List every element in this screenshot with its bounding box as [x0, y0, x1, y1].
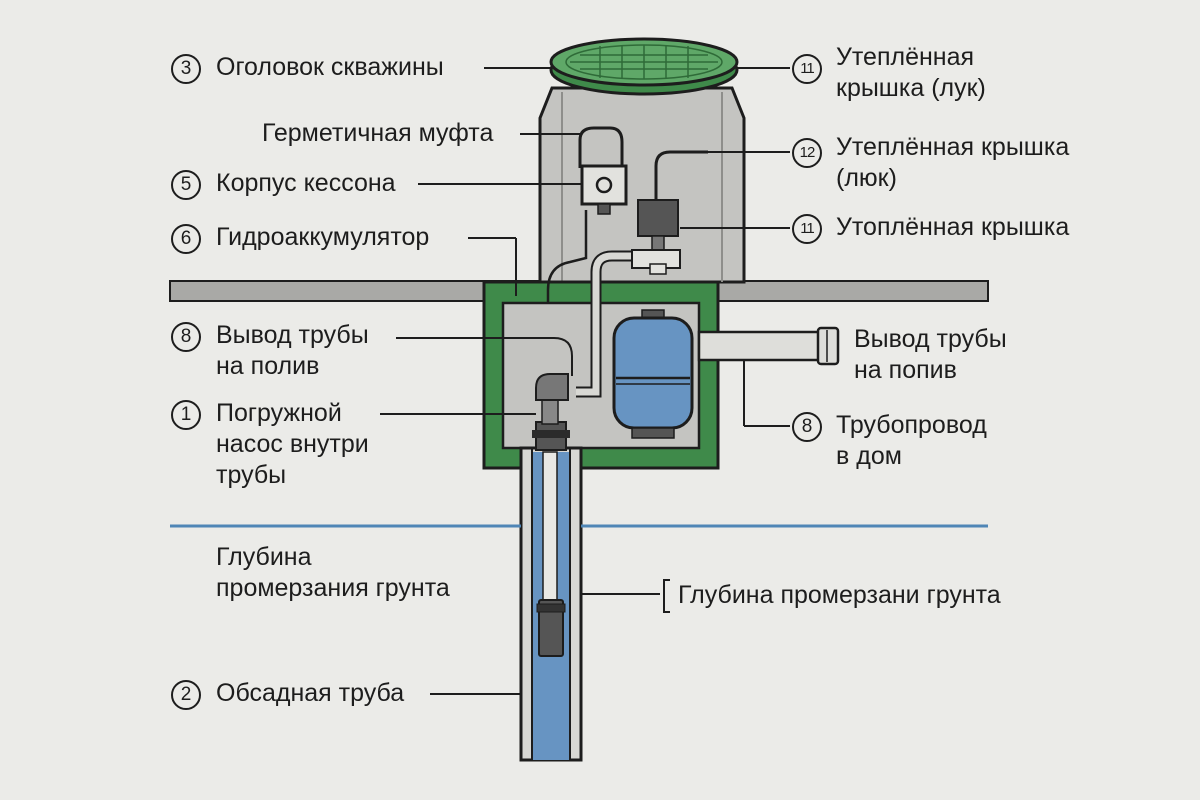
label-sealed-coupling-line-1: Герметичная муфта [262, 119, 494, 147]
label-insulated-lid-hatch-line-1: Утеплённая [836, 43, 975, 71]
label-pipe-outlet-right: Вывод трубы на попив [854, 324, 1007, 386]
label-pipe-outlet-right-line-2: на попив [854, 356, 957, 384]
marker-3: 3 [171, 54, 201, 84]
pipe-left-loop [546, 210, 588, 302]
pump-band [536, 603, 566, 613]
label-frost-depth-right: Глубина промерзани грунта [678, 580, 1001, 611]
marker-1: 1 [171, 400, 201, 430]
lid-grid [565, 44, 723, 80]
label-irrigation-outlet-line-1: Вывод трубы [216, 321, 369, 349]
house-pipe-coupling [816, 326, 840, 366]
label-insulated-lid-hatch: Утеплённая крышка (лук) [836, 42, 986, 104]
label-recessed-lid-line-1: Утоплённая крышка [836, 213, 1070, 241]
marker-6: 6 [171, 224, 201, 254]
submersible-pump-body [538, 599, 564, 657]
pressure-switch-box [637, 199, 679, 237]
label-wellhead-line-1: Оголовок скважины [216, 53, 444, 81]
marker-8-right: 8 [792, 412, 822, 442]
label-irrigation-outlet-line-2: на полив [216, 352, 320, 380]
accumulator-foot [631, 427, 675, 439]
label-submersible-pump: Погружной насос внутри трубы [216, 398, 369, 491]
accumulator-tank [612, 316, 694, 430]
label-insulated-lid-luk: Утеплённая крышка (люк) [836, 132, 1069, 194]
marker-11-top: 11 [792, 54, 822, 84]
label-submersible-pump-line-2: насос внутри [216, 430, 369, 458]
tee-fitting [631, 249, 681, 269]
label-house-pipeline-line-2: в дом [836, 442, 902, 470]
pump-elbow [535, 373, 569, 401]
label-insulated-lid-hatch-line-2: крышка (лук) [836, 74, 986, 102]
marker-12: 12 [792, 138, 822, 168]
label-irrigation-outlet: Вывод трубы на полив [216, 320, 369, 382]
label-house-pipeline: Трубопровод в дом [836, 410, 987, 472]
label-insulated-lid-luk-line-1: Утеплённая крышка [836, 133, 1070, 161]
switch-cable [654, 150, 708, 202]
pressure-switch-stem [651, 235, 665, 251]
marker-2: 2 [171, 680, 201, 710]
label-frost-depth-right-line-1: Глубина промерзани грунта [678, 581, 1001, 609]
label-caisson-body: Корпус кессона [216, 168, 396, 199]
marker-5: 5 [171, 170, 201, 200]
coupling-gauge [595, 176, 613, 194]
riser-in-chamber [541, 399, 559, 425]
label-submersible-pump-line-1: Погружной [216, 399, 342, 427]
label-pipe-outlet-right-line-1: Вывод трубы [854, 325, 1007, 353]
label-house-pipeline-line-1: Трубопровод [836, 411, 987, 439]
wellhead-flange [532, 430, 570, 438]
label-wellhead: Оголовок скважины [216, 52, 444, 83]
label-casing-pipe-line-1: Обсадная труба [216, 679, 405, 707]
label-caisson-body-line-1: Корпус кессона [216, 169, 396, 197]
label-accumulator: Гидроаккумулятор [216, 222, 429, 253]
pump-riser-pipe [542, 451, 558, 603]
coupling-stem [597, 203, 611, 215]
label-recessed-lid: Утоплённая крышка [836, 212, 1069, 243]
tee-drop [649, 263, 667, 275]
label-accumulator-line-1: Гидроаккумулятор [216, 223, 430, 251]
label-casing-pipe: Обсадная труба [216, 678, 404, 709]
label-sealed-coupling: Герметичная муфта [262, 118, 493, 149]
house-pipe [697, 330, 829, 362]
leader-lines [380, 67, 790, 695]
label-frost-depth-left-line-2: промерзания грунта [216, 574, 450, 602]
marker-8-left: 8 [171, 322, 201, 352]
label-submersible-pump-line-3: трубы [216, 461, 287, 489]
pipe-to-coupling-fill [576, 252, 632, 396]
coupling-cable [578, 126, 624, 168]
sealed-coupling-box [580, 164, 628, 206]
irrigation-bend [506, 337, 573, 376]
label-frost-depth-left: Глубина промерзания грунта [216, 542, 450, 604]
label-insulated-lid-luk-line-2: (люк) [836, 164, 897, 192]
label-frost-depth-left-line-1: Глубина [216, 543, 312, 571]
marker-11-bottom: 11 [792, 214, 822, 244]
